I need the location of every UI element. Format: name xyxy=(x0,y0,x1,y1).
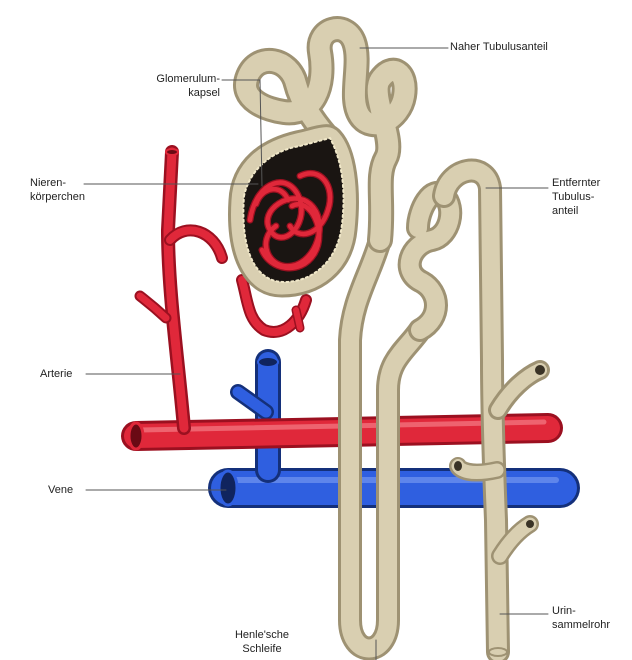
label-glomerulumkapsel: Glomerulum- kapsel xyxy=(100,72,220,100)
label-naher-tubulusanteil: Naher Tubulusanteil xyxy=(450,40,548,54)
tubule xyxy=(246,29,546,656)
label-entfernter-tubulusanteil: Entfernter Tubulus- anteil xyxy=(552,176,600,218)
label-vene: Vene xyxy=(48,483,73,497)
label-urinsammelrohr: Urin- sammelrohr xyxy=(552,604,610,632)
label-henle-schleife: Henle'sche Schleife xyxy=(226,628,298,656)
label-nierenkoerperchen: Nieren- körperchen xyxy=(30,176,85,204)
label-arterie: Arterie xyxy=(40,367,72,381)
